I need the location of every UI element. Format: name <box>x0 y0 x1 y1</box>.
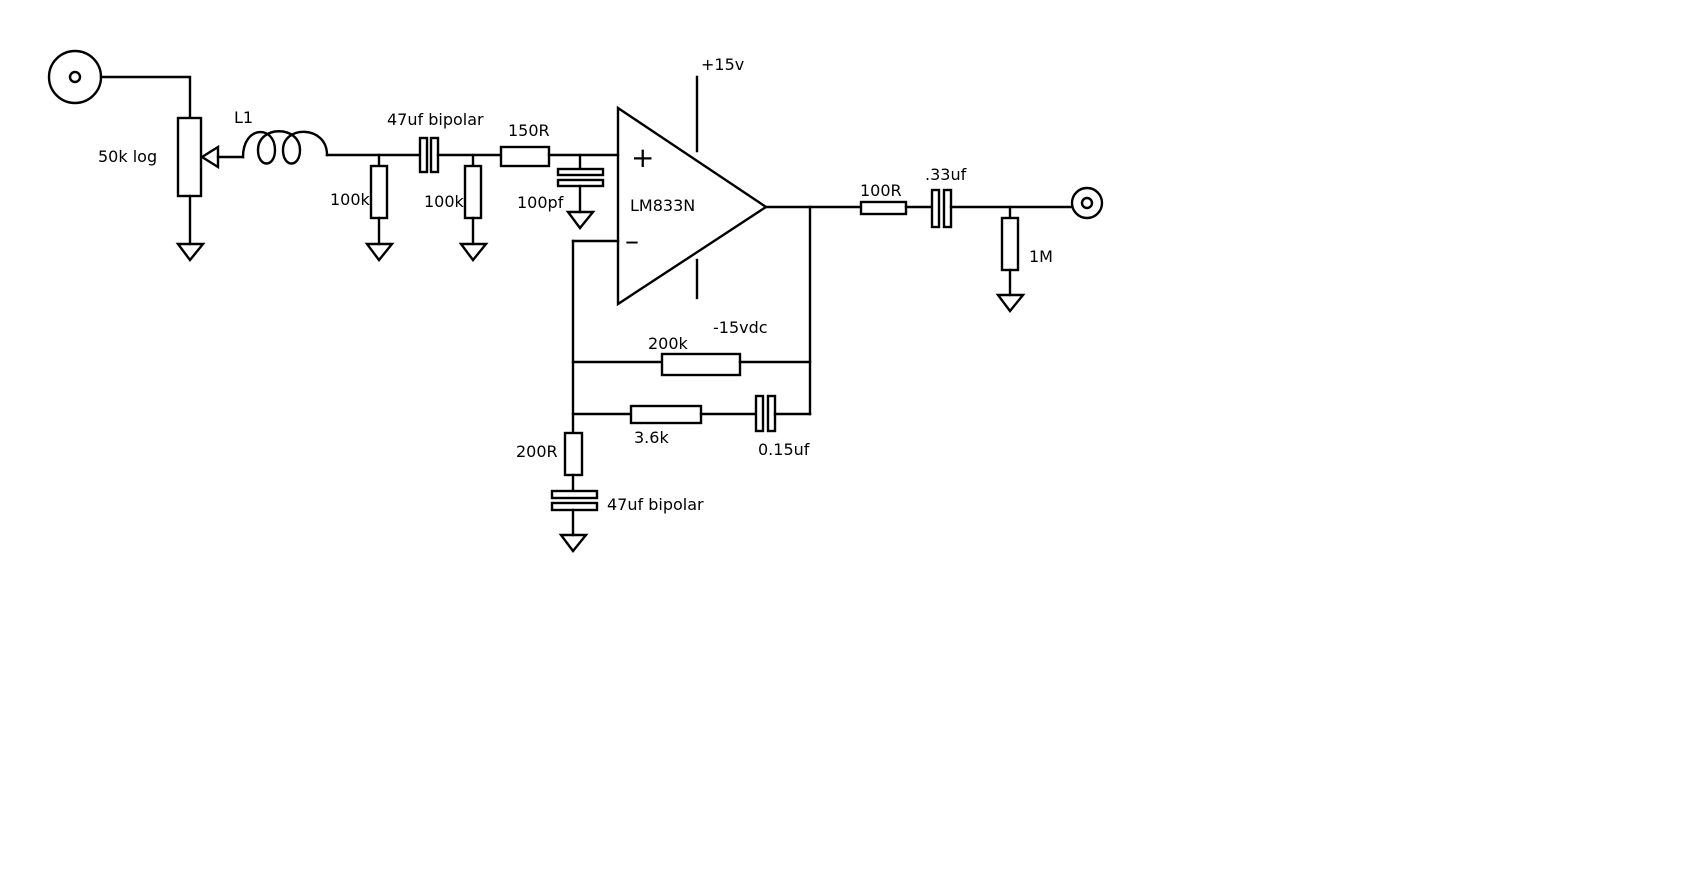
pot-wiper-arrow <box>199 144 220 170</box>
inductor-l1 <box>241 130 329 165</box>
capacitor-33uf-plate-a <box>930 188 941 229</box>
input-jack <box>47 49 103 105</box>
r-series-label: 150R <box>508 121 550 140</box>
pot-label: 50k log <box>98 147 157 166</box>
capacitor-100pf-plate-a <box>556 167 605 177</box>
r-fb-label: 200k <box>648 334 689 353</box>
ground-symbol-c-gnd <box>558 533 589 553</box>
resistor-200r <box>563 431 584 477</box>
capacitor-47uf-ground-plate-a <box>550 489 599 500</box>
vneg-label: -15vdc <box>713 318 768 337</box>
c-gnd-label: 47uf bipolar <box>607 495 704 514</box>
resistor-100k-1 <box>369 164 389 220</box>
resistor-1m <box>1000 216 1020 272</box>
opamp-label: LM833N <box>630 196 695 215</box>
inductor-label: L1 <box>234 108 253 127</box>
capacitor-33uf-plate-b <box>942 188 953 229</box>
potentiometer-50k <box>176 116 203 198</box>
vpos-label: +15v <box>701 55 744 74</box>
resistor-100r <box>859 200 908 216</box>
resistor-100k-2 <box>463 164 483 220</box>
opamp-plus-sign: + <box>631 141 654 174</box>
resistor-150r <box>499 145 551 168</box>
c-fb2-label: 0.15uf <box>758 440 810 459</box>
resistor-3-6k <box>629 404 703 425</box>
ground-symbol-r2 <box>458 242 489 262</box>
c-filter-label: 100pf <box>517 193 564 212</box>
ground-symbol-c100pf <box>565 210 596 230</box>
opamp-triangle <box>616 105 769 307</box>
resistor-200k <box>660 352 742 377</box>
r-gnd-label: 200R <box>516 442 558 461</box>
ground-symbol-r-load <box>995 293 1026 313</box>
output-jack <box>1070 186 1104 220</box>
opamp-minus-sign: – <box>625 224 639 257</box>
capacitor-0-15uf-plate-a <box>754 394 765 433</box>
r2-label: 100k <box>424 192 465 211</box>
r1-label: 100k <box>330 190 371 209</box>
c-in-label: 47uf bipolar <box>387 110 484 129</box>
r-out-label: 100R <box>860 181 902 200</box>
capacitor-47uf-input-plate-a <box>418 136 429 174</box>
capacitor-47uf-ground-plate-b <box>550 501 599 512</box>
r-fb2-label: 3.6k <box>634 428 669 447</box>
c-out-label: .33uf <box>925 165 967 184</box>
ground-symbol-r1 <box>364 242 395 262</box>
ground-symbol-pot <box>175 242 206 262</box>
r-load-label: 1M <box>1029 247 1053 266</box>
wire-input <box>99 75 192 120</box>
